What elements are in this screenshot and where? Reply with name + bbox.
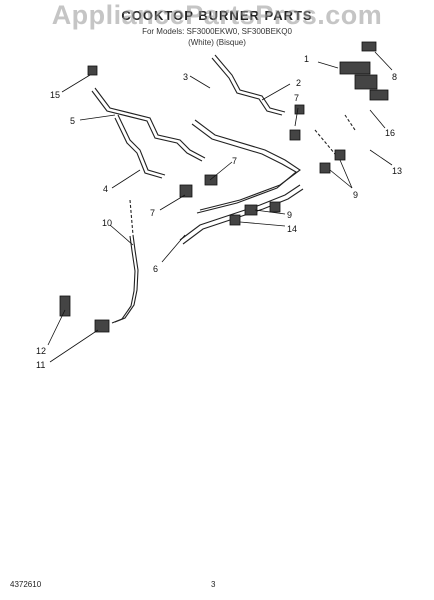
part-8-bracket: [361, 41, 377, 52]
manifold-frame-inner: [191, 123, 297, 214]
leader-dashed-1: [129, 199, 134, 236]
callout-label: 9: [287, 210, 292, 220]
callout-label: 15: [50, 90, 60, 100]
tube-part-5: [94, 87, 206, 159]
arrow-6: [161, 234, 186, 263]
tube-part-4-inner: [114, 117, 163, 179]
watermark: AppliancePartsPros.com: [51, 0, 383, 30]
valve-d: [269, 201, 281, 213]
valve-b: [204, 174, 218, 186]
arrow-3: [189, 75, 211, 89]
arrow-7c: [159, 194, 186, 211]
callout-label: 10: [102, 218, 112, 228]
callout-label: 6: [153, 264, 158, 274]
bracket-part-6-inner: [182, 188, 304, 245]
tube-part-5-inner: [91, 90, 203, 162]
orifice-c: [334, 149, 346, 161]
orifice-b: [294, 104, 305, 115]
arrow-9b: [339, 159, 353, 189]
arrow-8: [374, 51, 393, 71]
document-number: 4372610: [10, 580, 42, 589]
valve-a: [179, 184, 193, 198]
manifold-frame: [194, 119, 301, 211]
callout-label: 5: [70, 116, 75, 126]
arrow-14: [239, 221, 286, 227]
orifice-d: [319, 162, 331, 174]
callout-label: 16: [385, 128, 395, 138]
arrow-4: [111, 169, 141, 189]
callout-label: 7: [294, 93, 299, 103]
arrow-5: [79, 114, 116, 121]
arrow-16: [369, 109, 386, 129]
callout-label: 14: [287, 224, 297, 234]
callout-label: 12: [36, 346, 46, 356]
orifice-a: [289, 129, 301, 141]
arrow-2: [261, 83, 291, 101]
callout-label: 4: [103, 184, 108, 194]
arrow-1: [317, 61, 339, 69]
arrow-7a: [294, 107, 299, 127]
arrow-12: [47, 309, 66, 346]
page-number: 3: [211, 580, 216, 589]
tube-part-4: [117, 114, 166, 176]
arrow-15: [61, 74, 91, 93]
part-15-fitting: [87, 65, 98, 76]
arrow-9a: [329, 169, 353, 189]
callout-label: 3: [183, 72, 188, 82]
model-numbers: For Models: SF3000EKW0, SF300BEKQ0: [142, 27, 292, 36]
callout-label: 1: [304, 54, 309, 64]
part-12-bracket: [59, 295, 71, 317]
valve-e: [229, 214, 241, 226]
arrow-7b: [209, 161, 233, 181]
arrow-10: [109, 224, 134, 246]
arrow-13: [369, 149, 393, 166]
tube-part-10-inner: [111, 235, 136, 324]
arrow-11: [49, 329, 99, 363]
page-title: COOKTOP BURNER PARTS: [121, 8, 313, 23]
callout-label: 8: [392, 72, 397, 82]
color-variants: (White) (Bisque): [188, 38, 246, 47]
leader-dashed-3: [344, 114, 356, 131]
callout-label: 7: [232, 156, 237, 166]
tube-part-3-inner: [211, 57, 283, 116]
part-16-igniter: [369, 89, 389, 101]
callout-label: 7: [150, 208, 155, 218]
part-1-burner-body: [354, 74, 378, 90]
arrow-9c: [254, 209, 286, 215]
callout-label: 13: [392, 166, 402, 176]
tube-part-10: [114, 234, 139, 323]
part-1-burner-top: [339, 61, 371, 75]
part-11-regulator: [94, 319, 110, 333]
callout-label: 9: [353, 190, 358, 200]
callout-label: 11: [36, 360, 45, 370]
callout-label: 2: [296, 78, 301, 88]
tube-part-3: [214, 54, 286, 113]
